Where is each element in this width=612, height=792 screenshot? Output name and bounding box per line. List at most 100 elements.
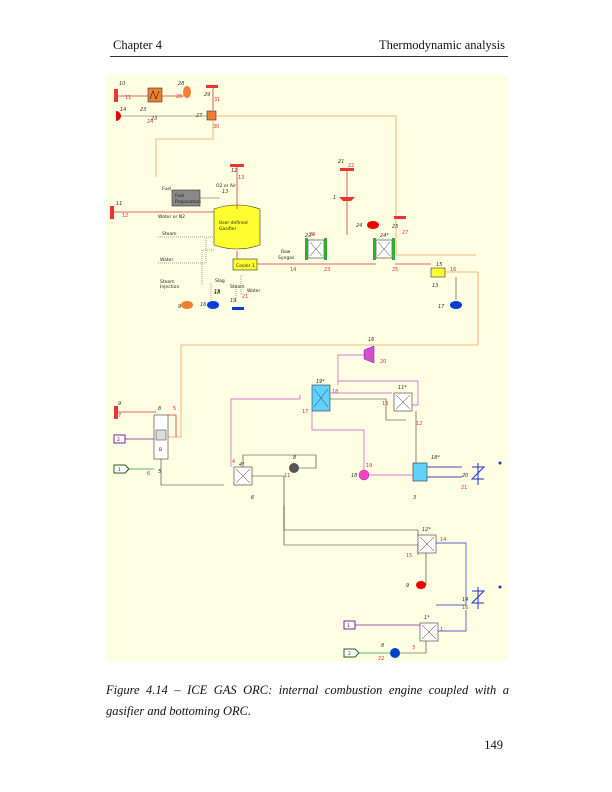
svg-text:21: 21 [461, 485, 467, 491]
label-steam-2: Steam [230, 284, 245, 290]
svg-text:21: 21 [338, 159, 344, 165]
cooler-1 [232, 258, 258, 271]
svg-text:14: 14 [290, 267, 296, 273]
dryer-unit [147, 87, 163, 103]
svg-text:11: 11 [125, 95, 131, 101]
svg-text:4: 4 [232, 459, 235, 465]
svg-text:27: 27 [196, 113, 203, 119]
svg-text:5: 5 [158, 469, 161, 475]
svg-text:13: 13 [238, 175, 244, 181]
figure-caption: Figure 4.14 – ICE GAS ORC: internal comb… [106, 683, 509, 718]
svg-text:12: 12 [416, 421, 422, 427]
svg-text:3: 3 [413, 495, 416, 501]
label-o2-air: O2 or Air [216, 183, 236, 189]
svg-text:9: 9 [118, 401, 121, 407]
svg-text:25: 25 [392, 224, 398, 230]
label-steam-injection-2: Injection [160, 284, 179, 290]
water-source [232, 307, 244, 310]
svg-text:15: 15 [406, 553, 412, 559]
svg-text:19: 19 [230, 298, 236, 304]
terminal-1-label: 1 [118, 467, 121, 473]
svg-text:18*: 18* [431, 455, 440, 461]
svg-text:6: 6 [147, 471, 150, 477]
sink-17 [450, 301, 462, 309]
label-fuel: Fuel [162, 186, 171, 192]
diagram-svg: 10 11 23 28 26 14 24 23 29 31 27 30 21 2… [110, 81, 502, 662]
label-steam: Steam [162, 231, 177, 237]
svg-text:31: 31 [214, 97, 220, 103]
section-header: Thermodynamic analysis [378, 38, 505, 52]
steam-sink [207, 301, 219, 309]
gasifier-label-2: Gasifier [219, 226, 236, 232]
svg-text:28: 28 [178, 81, 184, 87]
fuel-prep-label-2: Preparation [175, 199, 201, 205]
label-water-2: Water [247, 288, 260, 294]
svg-text:12*: 12* [422, 527, 431, 533]
valve-1 [339, 197, 355, 201]
source-10 [114, 89, 118, 102]
svg-text:19*: 19* [316, 379, 325, 385]
chapter-header: Chapter 4 [113, 38, 162, 52]
gasifier-vessel [213, 204, 261, 250]
svg-text:13: 13 [382, 401, 388, 407]
svg-text:5: 5 [173, 406, 176, 412]
svg-text:22*: 22* [305, 233, 314, 239]
header-rule [110, 56, 508, 57]
svg-text:1*: 1* [424, 615, 430, 621]
svg-text:27: 27 [402, 230, 408, 236]
terminal-1 [113, 464, 130, 474]
svg-text:29: 29 [309, 232, 315, 238]
svg-text:25: 25 [392, 267, 398, 273]
svg-text:11: 11 [284, 473, 290, 479]
svg-text:30: 30 [213, 124, 219, 130]
source-9 [114, 406, 118, 419]
condenser [412, 462, 428, 482]
svg-text:15: 15 [436, 262, 442, 268]
pump-19 [358, 469, 370, 481]
svg-text:13: 13 [432, 283, 438, 289]
svg-text:22: 22 [348, 163, 354, 169]
svg-text:12: 12 [231, 168, 237, 174]
svg-text:3: 3 [412, 645, 415, 651]
svg-text:4*: 4* [239, 462, 245, 468]
svg-text:11: 11 [116, 201, 122, 207]
svg-text:16: 16 [368, 337, 374, 343]
svg-text:13: 13 [222, 189, 228, 195]
svg-text:14: 14 [462, 597, 468, 603]
svg-text:8: 8 [158, 406, 161, 412]
svg-text:22: 22 [378, 656, 384, 661]
cooling-tower-1 [470, 463, 486, 485]
svg-text:21: 21 [242, 294, 248, 300]
sink-24 [367, 221, 379, 229]
svg-text:15: 15 [214, 289, 220, 295]
turbine-16 [363, 345, 375, 364]
svg-text:11*: 11* [398, 385, 407, 391]
label-water-n2: Water or N2 [158, 214, 185, 220]
svg-text:10: 10 [119, 81, 125, 87]
air-source [183, 86, 191, 98]
fuel-prep-label-1: Fuel [175, 193, 184, 199]
mixer-27 [206, 110, 217, 121]
svg-text:17: 17 [302, 409, 308, 415]
process-flow-diagram: 10 11 23 28 26 14 24 23 29 31 27 30 21 2… [106, 75, 508, 662]
svg-text:6: 6 [251, 495, 254, 501]
svg-text:20: 20 [462, 473, 468, 479]
label-raw-2: Syngas [278, 255, 295, 261]
sink-14 [116, 111, 122, 121]
svg-text:14: 14 [440, 537, 446, 543]
svg-text:23: 23 [140, 107, 146, 113]
pump-8 [289, 463, 299, 473]
label-steam-injection-1: Steam [160, 279, 175, 285]
source-11 [110, 206, 114, 219]
label-water: Water [160, 257, 173, 263]
gasifier-label-1: User defined [219, 220, 248, 226]
svg-text:24: 24 [147, 119, 153, 125]
svg-text:18: 18 [351, 473, 357, 479]
svg-text:1: 1 [440, 627, 443, 633]
svg-text:16: 16 [200, 302, 206, 308]
separator-15 [430, 267, 446, 278]
label-slag: Slag [215, 278, 225, 284]
svg-text:9: 9 [406, 583, 409, 589]
terminal-2-lower [343, 648, 360, 658]
svg-text:B: B [159, 447, 162, 453]
